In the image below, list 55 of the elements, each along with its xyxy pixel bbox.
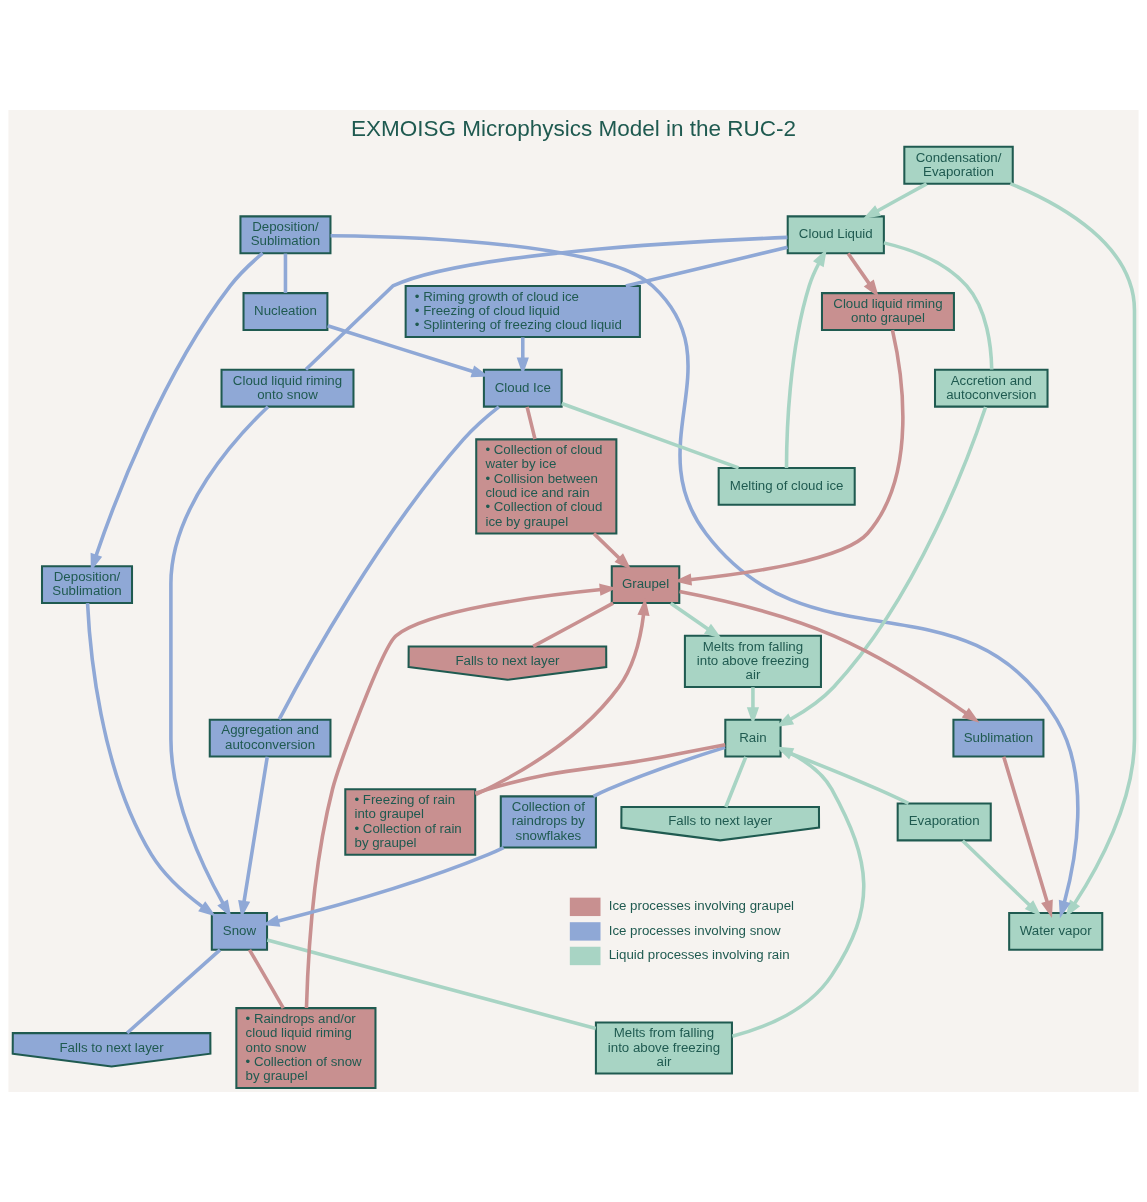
- node-box: Graupel: [610, 565, 681, 605]
- arrow: [862, 182, 928, 219]
- arrow: [1009, 182, 1137, 918]
- node-box: Cloud liquid riming onto snow: [220, 368, 355, 408]
- node-box: Rain: [724, 718, 782, 758]
- node-box: Collection of raindrops by snowflakes: [499, 795, 597, 849]
- node-box: Cloud liquid riming onto graupel: [820, 292, 955, 331]
- connector: [883, 241, 994, 370]
- node-box: Cloud Liquid: [786, 215, 885, 255]
- arrow: [85, 603, 216, 917]
- legend-label: Liquid processes involving rain: [608, 947, 790, 963]
- connector: [592, 745, 726, 798]
- connector: [266, 938, 597, 1031]
- node-box: • Raindrops and/or cloud liquid riming onto snow • Collection of snow by graupel: [235, 1007, 377, 1089]
- node-box: Cloud Ice: [482, 368, 563, 408]
- node-box: Nucleation: [242, 292, 329, 331]
- node-box: • Collection of cloud water by ice • Collision between cloud ice and rain • Collection of cloud ice by graupel: [475, 438, 618, 535]
- connector: [780, 748, 910, 805]
- node-box: Aggregation and autoconversion: [208, 718, 332, 758]
- diagram-title: EXMOISG Microphysics Model in the RUC-2: [350, 116, 797, 142]
- connector: [724, 756, 748, 808]
- node-box: Accretion and autoconversion: [934, 368, 1049, 408]
- legend-label: Ice processes involving snow: [608, 922, 781, 938]
- connector: [304, 235, 788, 371]
- node-box: • Riming growth of cloud ice • Freezing of cloud liquid • Splintering of freezing cloud liquid: [404, 284, 641, 339]
- node-box: Melts from falling into above freezing air: [683, 634, 822, 688]
- node-box: Sublimation: [952, 718, 1045, 758]
- node-box: Deposition/ Sublimation: [239, 215, 332, 255]
- arrow: [669, 601, 722, 639]
- arrow: [169, 405, 270, 918]
- arrow: [592, 532, 632, 570]
- arrow: [474, 598, 650, 797]
- connector: [277, 405, 500, 721]
- connector: [125, 948, 222, 1035]
- connector: [247, 948, 285, 1009]
- node-box: Condensation/ Evaporation: [903, 145, 1014, 185]
- connector: [283, 253, 288, 293]
- node-box: Snow: [210, 911, 269, 951]
- legend-label: Ice processes involving graupel: [608, 898, 795, 914]
- arrow: [330, 233, 1080, 919]
- node-box: Water vapor: [1008, 911, 1104, 951]
- connector: [532, 601, 614, 648]
- arrow: [846, 252, 879, 298]
- node-box: • Freezing of rain into graupel • Collection of rain by graupel: [344, 788, 477, 856]
- node-box: Melting of cloud ice: [717, 467, 856, 506]
- node-box: Deposition/ Sublimation: [40, 565, 134, 605]
- arrow: [1002, 756, 1053, 918]
- connector: [474, 742, 726, 795]
- node-box: Evaporation: [896, 802, 992, 842]
- arrow: [961, 839, 1042, 917]
- connector: [525, 406, 537, 440]
- arrow: [679, 589, 980, 723]
- connector: [625, 245, 788, 288]
- node-box: Melts from falling into above freezing air: [594, 1021, 733, 1075]
- connector: [561, 401, 740, 470]
